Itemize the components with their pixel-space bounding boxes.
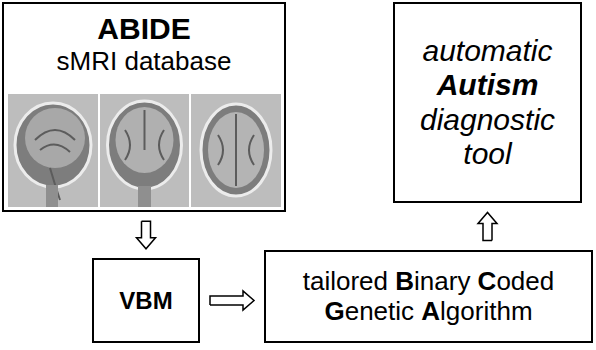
mri-neck [46,185,58,207]
mri-axial [191,94,281,207]
node-heading: VBM [119,287,172,315]
mri-brain [25,108,85,168]
mri-coronal [100,94,189,207]
block-arrow [137,221,156,249]
mri-head [108,101,182,189]
mri-neck [138,186,151,207]
database-box: ABIDEsMRI database [2,2,286,212]
process-box: VBM [92,258,200,343]
mri-brain [116,107,174,173]
algorithm-box: tailored Binary Coded Genetic Algorithm [264,250,593,343]
node-heading: tailored Binary Coded Genetic Algorithm [274,267,583,327]
mri-head [201,104,271,196]
mri-brain [208,112,264,188]
mri-panel [100,94,189,207]
node-heading: automatic Autism diagnostic tool [403,34,572,172]
block-arrow [478,212,497,240]
mri-fold [125,110,164,160]
output-box: automatic Autism diagnostic tool [393,2,582,203]
mri-fold [218,114,254,186]
mri-sagittal [8,94,98,207]
block-arrow [210,291,254,310]
mri-panel [191,94,281,207]
node-text: sMRI database [57,47,232,77]
mri-panel [8,94,98,207]
node-heading: ABIDE [97,12,190,47]
